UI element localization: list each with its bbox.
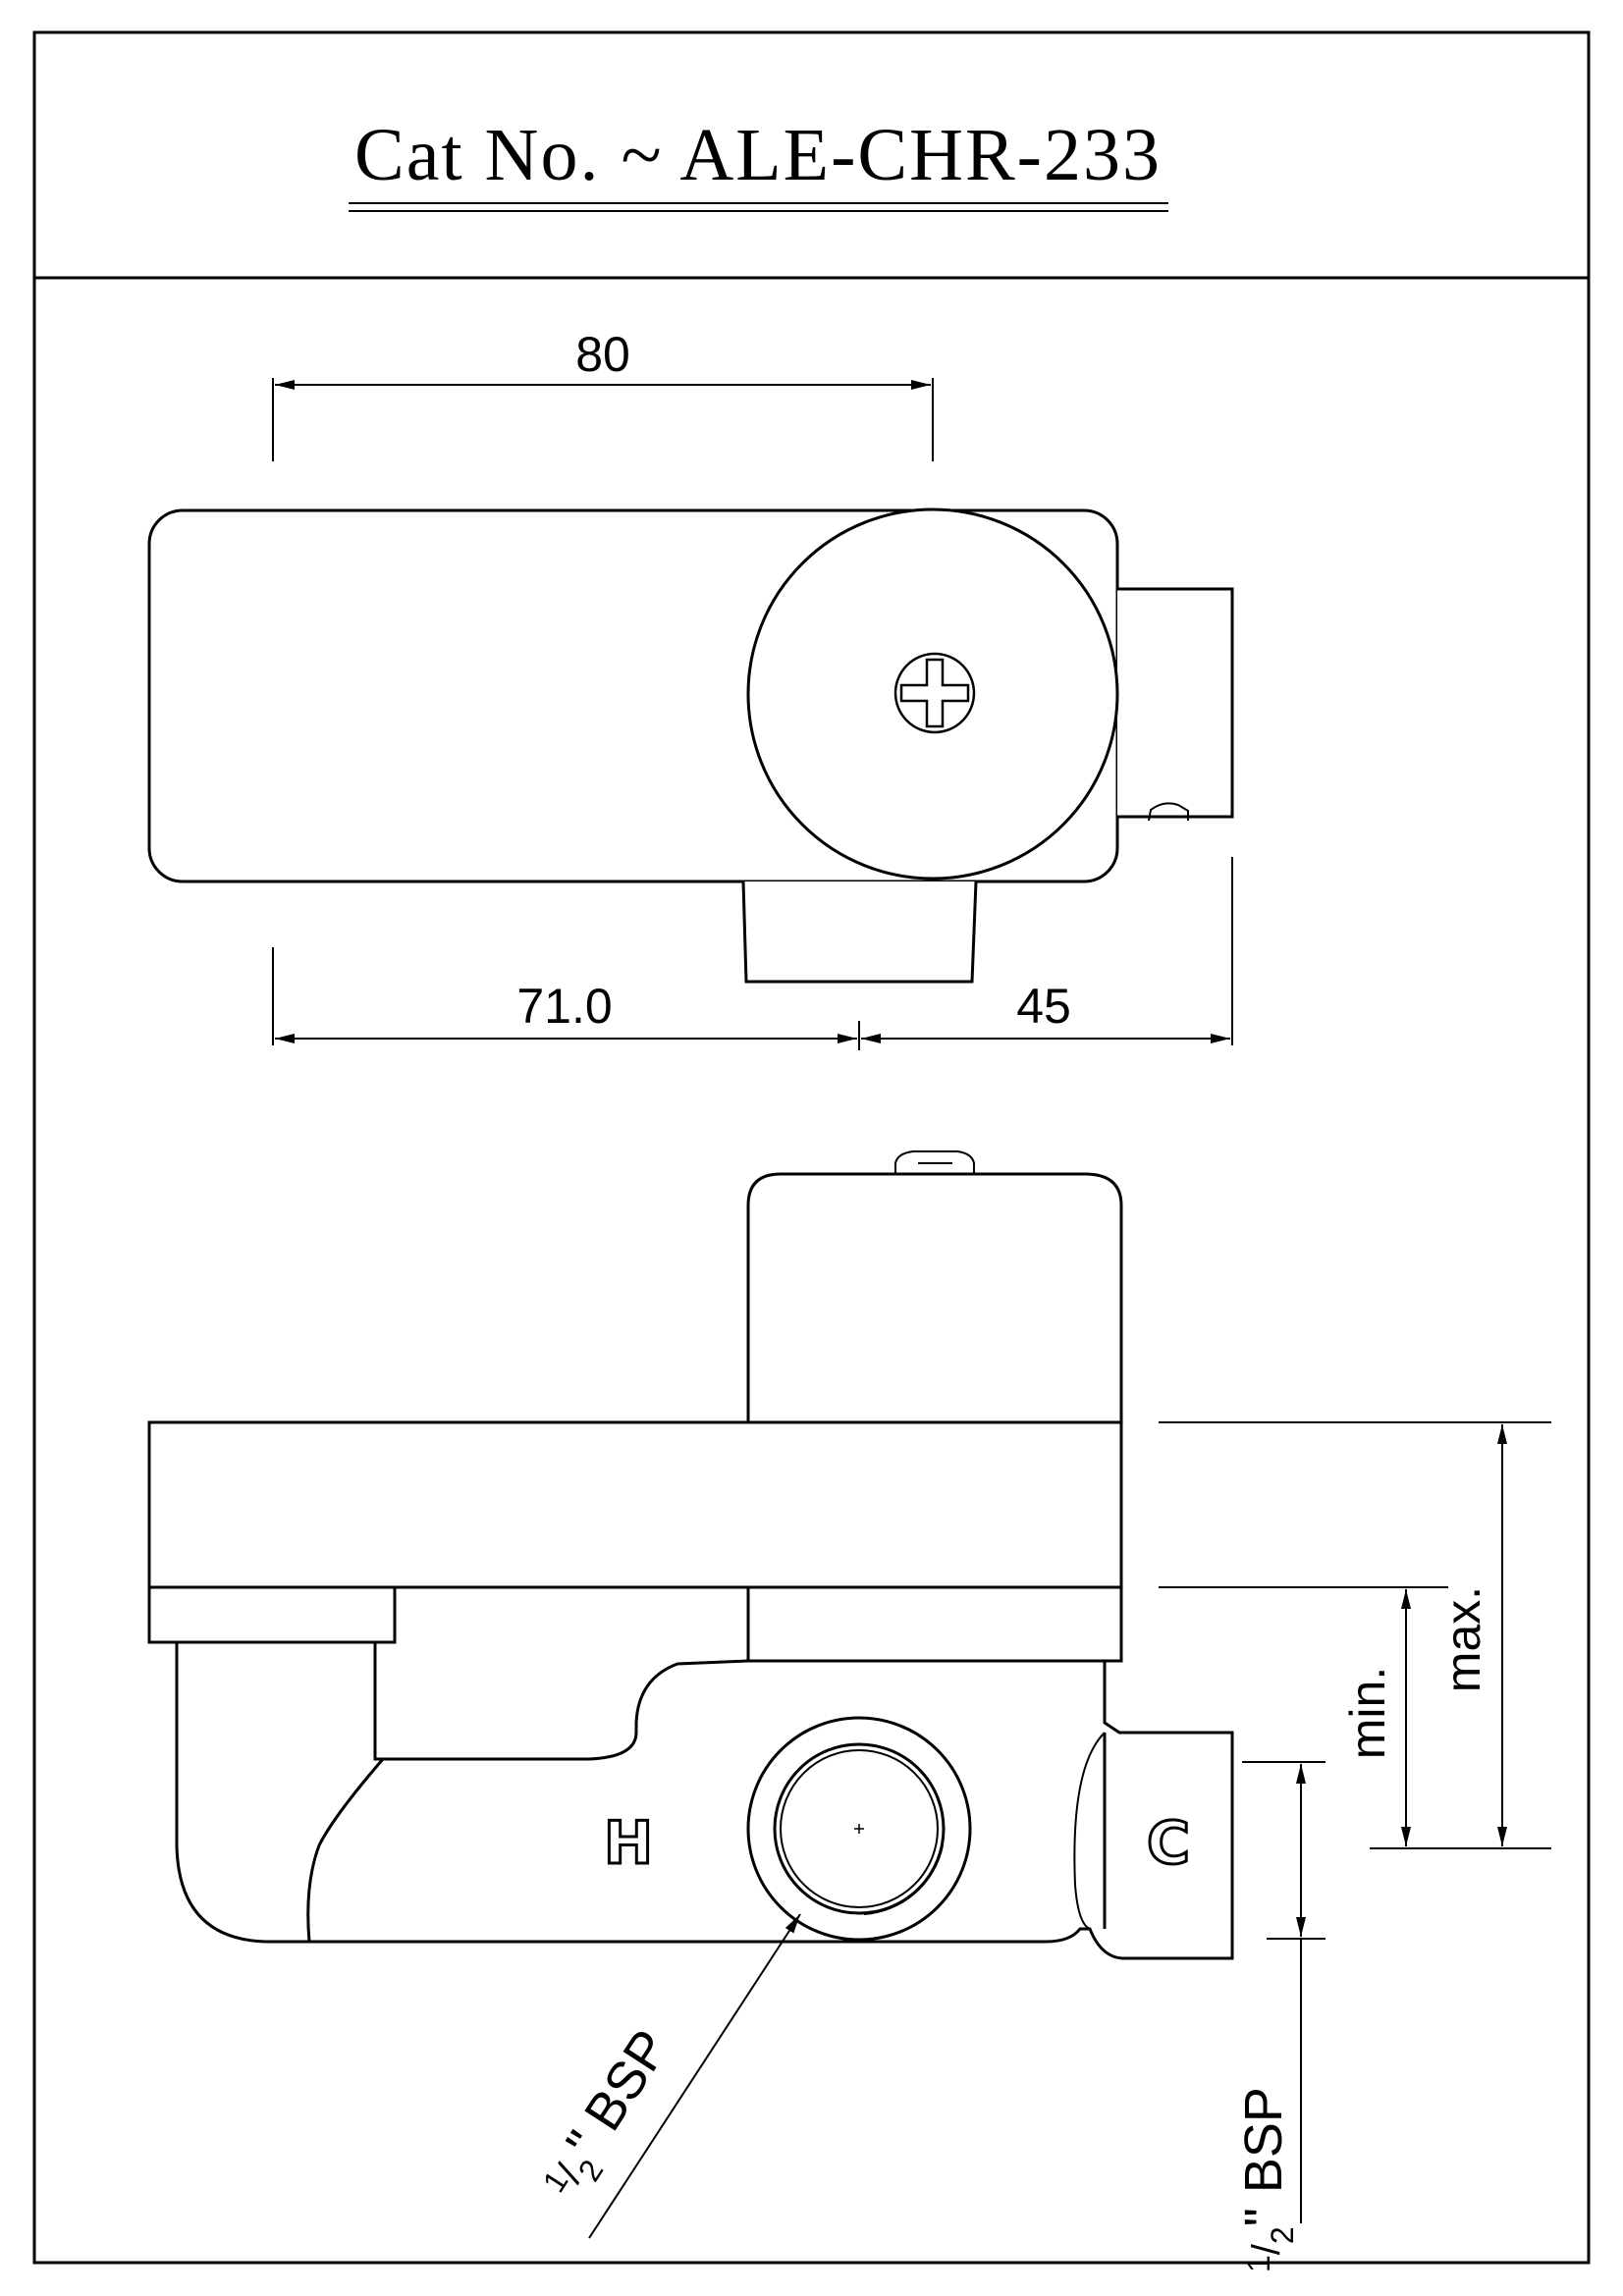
screw-head-front bbox=[894, 1150, 975, 1174]
front-thread-text: " BSP bbox=[555, 2020, 680, 2169]
dimension-80-label: 80 bbox=[575, 327, 630, 382]
outlet-top-view bbox=[1117, 587, 1234, 819]
dimension-80 bbox=[272, 378, 934, 461]
dimension-side-thread bbox=[1242, 1761, 1325, 2223]
dimension-71-45 bbox=[272, 857, 1233, 1050]
max-label: max. bbox=[1435, 1586, 1490, 1692]
cross-screw-icon bbox=[893, 652, 976, 734]
left-flange bbox=[147, 1585, 397, 1644]
clip-top-view bbox=[1148, 802, 1189, 822]
side-thread-den: 2 bbox=[1265, 2226, 1300, 2244]
body-plate-lower bbox=[746, 1585, 1123, 1663]
dimension-min-max bbox=[1159, 1421, 1551, 1849]
dimension-71-label: 71.0 bbox=[516, 979, 612, 1034]
hot-inlet-body bbox=[175, 1642, 1234, 1960]
handle-cap-front bbox=[746, 1172, 1123, 1422]
side-thread-label: 1/2" BSP bbox=[1234, 2087, 1300, 2272]
top-view bbox=[147, 507, 1234, 984]
dimension-45-label: 45 bbox=[1016, 979, 1071, 1034]
front-view bbox=[147, 1150, 1234, 1960]
svg-text:1/2" BSP: 1/2" BSP bbox=[1234, 2087, 1300, 2272]
front-thread-leader bbox=[588, 1913, 801, 2239]
cold-marking: C bbox=[1147, 1809, 1190, 1878]
title-block: Cat No. ~ ALE-CHR-233 bbox=[349, 114, 1168, 212]
min-label: min. bbox=[1340, 1667, 1395, 1759]
catalog-title: Cat No. ~ ALE-CHR-233 bbox=[354, 114, 1162, 196]
spout-top-view bbox=[741, 881, 978, 984]
svg-text:1/2" BSP: 1/2" BSP bbox=[530, 2020, 686, 2212]
side-thread-text: " BSP bbox=[1234, 2087, 1293, 2226]
drawing-frame bbox=[32, 30, 1591, 2265]
front-thread-label: 1/2" BSP bbox=[530, 2020, 686, 2212]
threaded-port bbox=[746, 1716, 972, 1942]
hot-marking: H bbox=[604, 1809, 653, 1878]
body-plate-upper bbox=[147, 1420, 1123, 1589]
side-thread-num: 1 bbox=[1241, 2255, 1276, 2272]
